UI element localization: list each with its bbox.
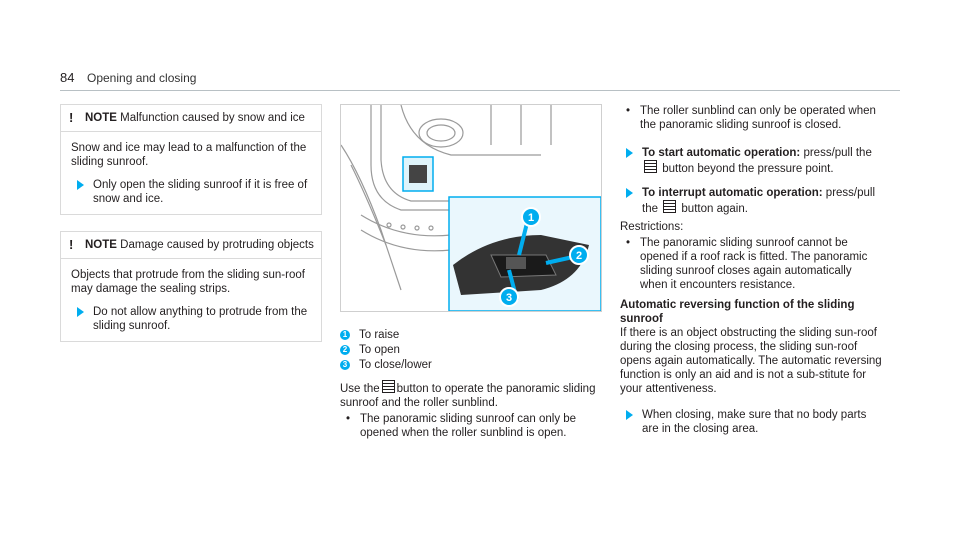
legend-item: 3 To close/lower: [340, 358, 602, 372]
step-arrow-icon: [626, 410, 633, 420]
legend-text: To open: [359, 344, 400, 356]
callout-1-label: 1: [528, 212, 534, 224]
step-arrow-icon: [77, 307, 84, 317]
restriction-text: The panoramic sliding sunroof cannot be …: [640, 237, 868, 291]
warning-icon: !: [69, 110, 74, 125]
figure-legend: 1 To raise 2 To open 3 To close/lower: [340, 328, 602, 372]
step-arrow-icon: [626, 188, 633, 198]
callout-2-label: 2: [576, 250, 582, 262]
note-label: NOTE: [85, 239, 117, 251]
legend-number: 2: [340, 345, 350, 355]
bullet-open-text: The panoramic sliding sunroof can only b…: [360, 413, 577, 439]
list-item: • The panoramic sliding sunroof cannot b…: [620, 236, 882, 292]
sunroof-button-icon: [663, 200, 677, 213]
legend-number: 3: [340, 360, 350, 370]
note-step: Do not allow anything to protrude from t…: [93, 306, 308, 332]
sunroof-switch-figure: 1 2 3: [340, 104, 602, 312]
section-title: Opening and closing: [87, 71, 197, 85]
bullet-dot: •: [626, 105, 631, 117]
reversing-heading: Automatic reversing function of the slid…: [620, 299, 855, 325]
note-snow-ice: ! NOTE Malfunction caused by snow and ic…: [60, 104, 322, 215]
legend-item: 1 To raise: [340, 328, 602, 342]
note-step: Only open the sliding sunroof if it is f…: [93, 179, 308, 205]
note-text: Objects that protrude from the sliding s…: [71, 269, 305, 295]
callout-3-label: 3: [506, 292, 512, 304]
step-interrupt-automatic: To interrupt automatic operation: press/…: [620, 186, 882, 216]
callout-3: [499, 287, 519, 307]
callout-2: [569, 245, 589, 265]
step-arrow-icon: [626, 148, 633, 158]
note-label: NOTE: [85, 112, 117, 124]
header-rule: [60, 90, 900, 91]
sunroof-button-icon: [381, 380, 395, 393]
legend-number: 1: [340, 330, 350, 340]
note-title: Damage caused by protruding objects: [120, 239, 314, 251]
legend-text: To close/lower: [359, 359, 432, 371]
page-number: 84: [60, 70, 75, 85]
restrictions-label: Restrictions:: [620, 221, 684, 233]
column-instructions: • The roller sunblind can only be operat…: [620, 104, 882, 436]
step-closing-safety: When closing, make sure that no body par…: [620, 408, 882, 436]
callout-1: [521, 207, 541, 227]
step-arrow-icon: [77, 180, 84, 190]
sunroof-button-icon: [644, 160, 657, 173]
legend-item: 2 To open: [340, 343, 602, 357]
closing-step-text: When closing, make sure that no body par…: [642, 409, 867, 435]
step-start-automatic: To start automatic operation: press/pull…: [620, 146, 882, 176]
bullet-dot: •: [626, 237, 631, 249]
list-item: • The panoramic sliding sunroof can only…: [340, 412, 602, 440]
warning-icon: !: [69, 237, 74, 252]
bullet-dot: •: [346, 413, 351, 425]
list-item: • The roller sunblind can only be operat…: [620, 104, 882, 132]
legend-text: To raise: [359, 329, 400, 341]
note-title: Malfunction caused by snow and ice: [120, 112, 305, 124]
column-notes: ! NOTE Malfunction caused by snow and ic…: [60, 104, 322, 358]
reversing-text: If there is an object obstructing the sl…: [620, 327, 882, 395]
note-text: Snow and ice may lead to a malfunction o…: [71, 142, 307, 168]
note-protruding-objects: ! NOTE Damage caused by protruding objec…: [60, 231, 322, 342]
column-figure: 1 2 3 1 To raise 2 To open 3 To close/lower…: [340, 104, 602, 440]
bullet-closed-text: The roller sunblind can only be operated…: [640, 105, 876, 131]
overhead-control-illustration: 1 2 3: [341, 105, 601, 311]
